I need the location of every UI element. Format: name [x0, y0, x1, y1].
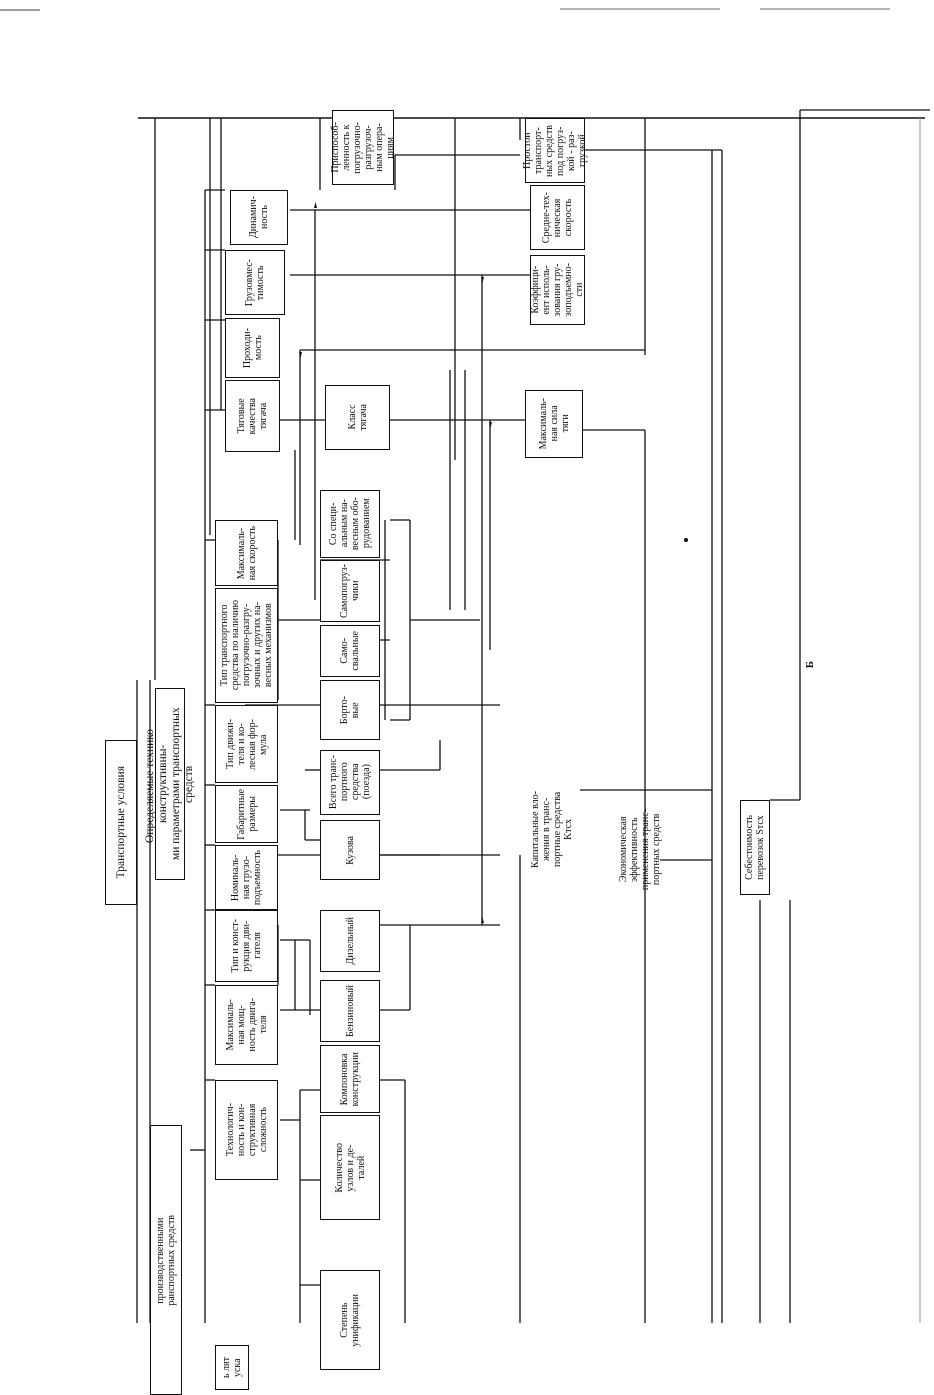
avg-speed-label: Средне-тех- ническая скорость — [541, 191, 574, 244]
utilization-box: Коэффици- ент исполь- зования гру- зопод… — [530, 255, 585, 325]
adaptability-box: Приспособ- ленность к погрузочно- разгру… — [330, 110, 396, 185]
special-equipment-label: Со специ- альным на- весным обо- рудован… — [328, 497, 372, 551]
dump-box: Само- свальные — [320, 625, 380, 677]
vehicle-type-label: Тип транспортного средства по наличию по… — [219, 600, 274, 691]
transport-cost-label: Себестоимость перевозок Sтсх — [744, 815, 766, 880]
capital-investment-label: Капитальные вло- жения в транс- портные … — [530, 791, 574, 869]
engine-type-label: Тип и конст- рукция дви- гателя — [230, 919, 263, 973]
transport-conditions-label: Транспортные условия — [114, 766, 127, 879]
dynamics-box: Динамич- ность — [230, 190, 288, 245]
max-engine-power-box: Максималь- ная мощ- ность двига- теля — [215, 985, 278, 1065]
idle-time-label: Простои транспорт- ных средств под погру… — [522, 124, 588, 177]
tech-complexity-label: Технологич- ность и кон- структивная сло… — [224, 1103, 269, 1157]
self-loading-box: Самопогруз- чики — [320, 560, 380, 622]
body-box: Кузова — [320, 820, 380, 880]
dump-label: Само- свальные — [339, 631, 361, 671]
edge-fragment-label: ь лят уска — [221, 1356, 243, 1379]
production-params-box: производственными ранспортных средств — [150, 1125, 182, 1395]
cargo-capacity-box: Грузовмес- тимость — [225, 250, 285, 315]
flatbed-label: Борто- вые — [339, 695, 361, 725]
dynamics-label: Динамич- ность — [248, 196, 270, 239]
capital-investment-box: Капитальные вло- жения в транс- портные … — [522, 780, 582, 880]
drive-type-box: Тип движи- теля и ко- лесная фор- мула — [215, 705, 278, 783]
layout-label: Компоновка конструкции — [339, 1051, 361, 1107]
avg-speed-box: Средне-тех- ническая скорость — [530, 185, 585, 250]
engine-type-box: Тип и конст- рукция дви- гателя — [215, 910, 278, 982]
utilization-label: Коэффици- ент исполь- зования гру- зопод… — [530, 263, 585, 317]
transport-conditions-box: Транспортные условия — [105, 740, 137, 905]
tractor-class-box: Класс тягача — [325, 385, 390, 450]
whole-vehicle-box: Всего транс- портного средства (поезда) — [320, 750, 380, 815]
special-equipment-box: Со специ- альным на- весным обо- рудован… — [320, 490, 380, 558]
edge-fragment-box: ь лят уска — [215, 1345, 249, 1390]
tech-params-box: Определяемые технико-конструктивны- ми п… — [144, 688, 195, 880]
transport-cost-box: Себестоимость перевозок Sтсх — [740, 800, 770, 895]
dimensions-box: Габаритные размеры — [215, 785, 278, 843]
tractor-class-label: Класс тягача — [346, 404, 369, 431]
dimensions-label: Габаритные размеры — [235, 788, 258, 840]
traction-box: Тяговые качества тягача — [225, 380, 280, 452]
diesel-box: Дизельный — [320, 910, 380, 972]
petrol-box: Бензиновый — [320, 980, 380, 1042]
units-count-box: Количество узлов и де- талей — [320, 1115, 380, 1220]
drive-type-label: Тип движи- теля и ко- лесная фор- мула — [224, 718, 269, 770]
max-traction-label: Максималь- ная сила тяги — [537, 398, 571, 450]
max-traction-box: Максималь- ная сила тяги — [525, 390, 583, 458]
economic-efficiency-box: Экономическая эффективность применения т… — [610, 800, 670, 900]
self-loading-label: Самопогруз- чики — [339, 563, 361, 619]
tech-params-label: Определяемые технико-конструктивны- ми п… — [144, 707, 195, 861]
production-params-label: производственными ранспортных средств — [155, 1214, 177, 1306]
max-speed-box: Максималь- ная скорость — [215, 520, 278, 586]
max-engine-power-label: Максималь- ная мощ- ность двига- теля — [224, 998, 269, 1052]
economic-efficiency-label: Экономическая эффективность применения т… — [618, 809, 662, 891]
vehicle-type-box: Тип транспортного средства по наличию по… — [215, 588, 278, 703]
body-label: Кузова — [344, 835, 356, 865]
unification-box: Степень унификации — [320, 1270, 380, 1370]
tech-complexity-box: Технологич- ность и кон- структивная сло… — [215, 1080, 278, 1180]
petrol-label: Бензиновый — [344, 985, 356, 1037]
nominal-capacity-label: Номиналь- ная грузо- подъемность — [230, 849, 263, 906]
passability-label: Проходи- мость — [241, 327, 264, 369]
diesel-label: Дизельный — [344, 917, 356, 965]
connector-lines — [0, 8, 930, 1323]
cargo-capacity-label: Грузовмес- тимость — [244, 258, 266, 307]
nominal-capacity-box: Номиналь- ная грузо- подъемность — [215, 845, 278, 910]
units-count-label: Количество узлов и де- талей — [333, 1142, 367, 1193]
layout-box: Компоновка конструкции — [320, 1045, 380, 1113]
adaptability-label: Приспособ- ленность к погрузочно- разгру… — [330, 121, 396, 174]
flatbed-box: Борто- вые — [320, 680, 380, 740]
traction-label: Тяговые качества тягача — [236, 397, 269, 435]
max-speed-label: Максималь- ная скорость — [235, 525, 258, 581]
page-label: Б — [804, 661, 816, 669]
whole-vehicle-label: Всего транс- портного средства (поезда) — [328, 755, 372, 810]
unification-label: Степень унификации — [339, 1293, 361, 1347]
idle-time-box: Простои транспорт- ных средств под погру… — [522, 118, 588, 183]
passability-box: Проходи- мость — [225, 318, 280, 378]
